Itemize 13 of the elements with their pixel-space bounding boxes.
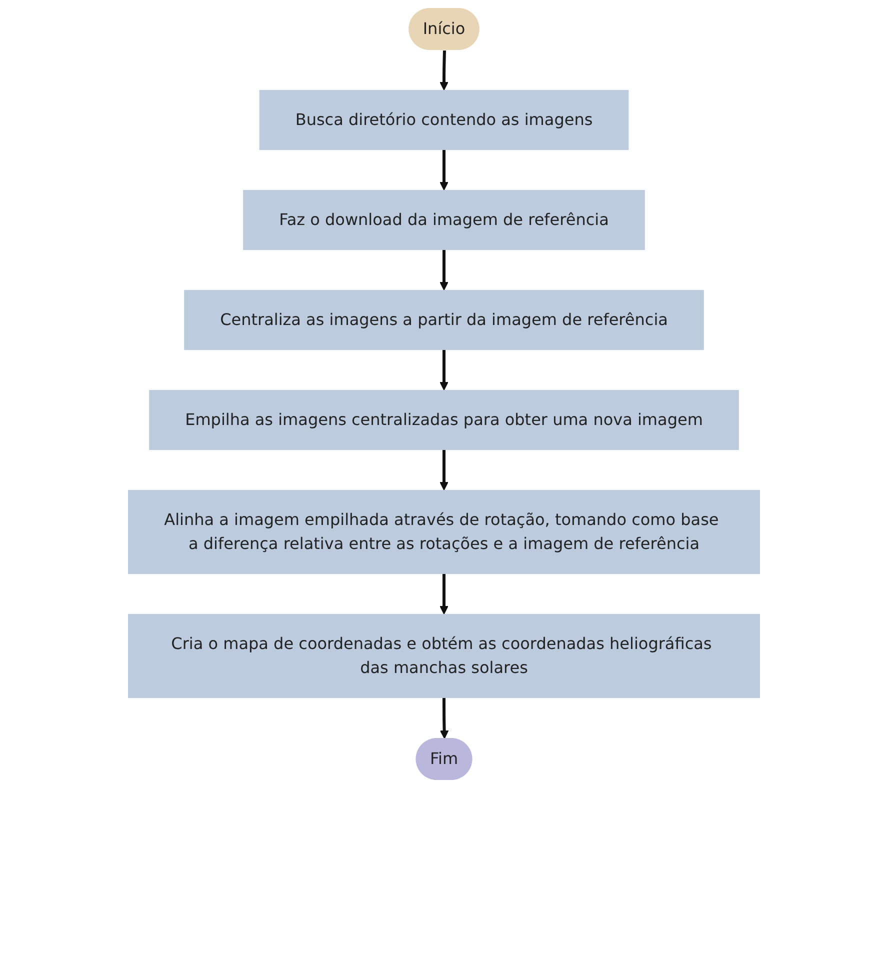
node-box: Alinha a imagem empilhada através de rotação, tomando como base a diferença relativa entre as rotações e a imagem de referência [128,490,760,574]
node-box: Busca diretório contendo as imagens [258,90,628,150]
node-box: Cria o mapa de coordenadas e obtém as coordenadas heliográficas das manchas solares [128,614,760,698]
node-box: Empilha as imagens centralizadas para obter uma nova imagem [148,390,738,450]
arrow [439,450,448,490]
arrow [439,698,448,739]
arrow [439,150,448,190]
node-box: Centraliza as imagens a partir da imagem de referência [184,290,704,350]
arrow [439,50,448,90]
arrow [439,574,448,614]
arrow [439,350,448,390]
node-box: Faz o download da imagem de referência [242,190,644,250]
arrow [439,250,448,290]
